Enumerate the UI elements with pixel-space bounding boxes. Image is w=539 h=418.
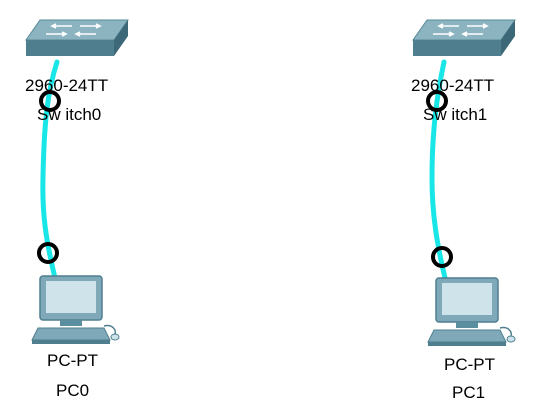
switch1-name-label: Sw itch1 (423, 105, 488, 124)
switch1-icon[interactable] (412, 19, 516, 56)
link-switch0-pc0[interactable] (40, 59, 60, 281)
pc1-model-label: PC-PT (444, 355, 495, 374)
switch0-name-label: Sw itch0 (37, 105, 102, 124)
port-indicator-switch1[interactable] (426, 90, 448, 112)
pc0-model-label: PC-PT (47, 351, 98, 370)
port-indicator-pc0[interactable] (37, 242, 59, 264)
pc1-icon[interactable] (427, 277, 516, 346)
switch1-model-label: 2960-24TT (411, 76, 495, 95)
pc0-icon[interactable] (31, 275, 120, 344)
switch0-model-label: 2960-24TT (25, 76, 109, 95)
pc0-name-label: PC0 (56, 381, 90, 400)
port-indicator-switch0[interactable] (39, 90, 61, 112)
pc1-name-label: PC1 (452, 383, 486, 402)
switch0-icon[interactable] (25, 19, 129, 56)
port-indicator-pc1[interactable] (431, 246, 453, 268)
